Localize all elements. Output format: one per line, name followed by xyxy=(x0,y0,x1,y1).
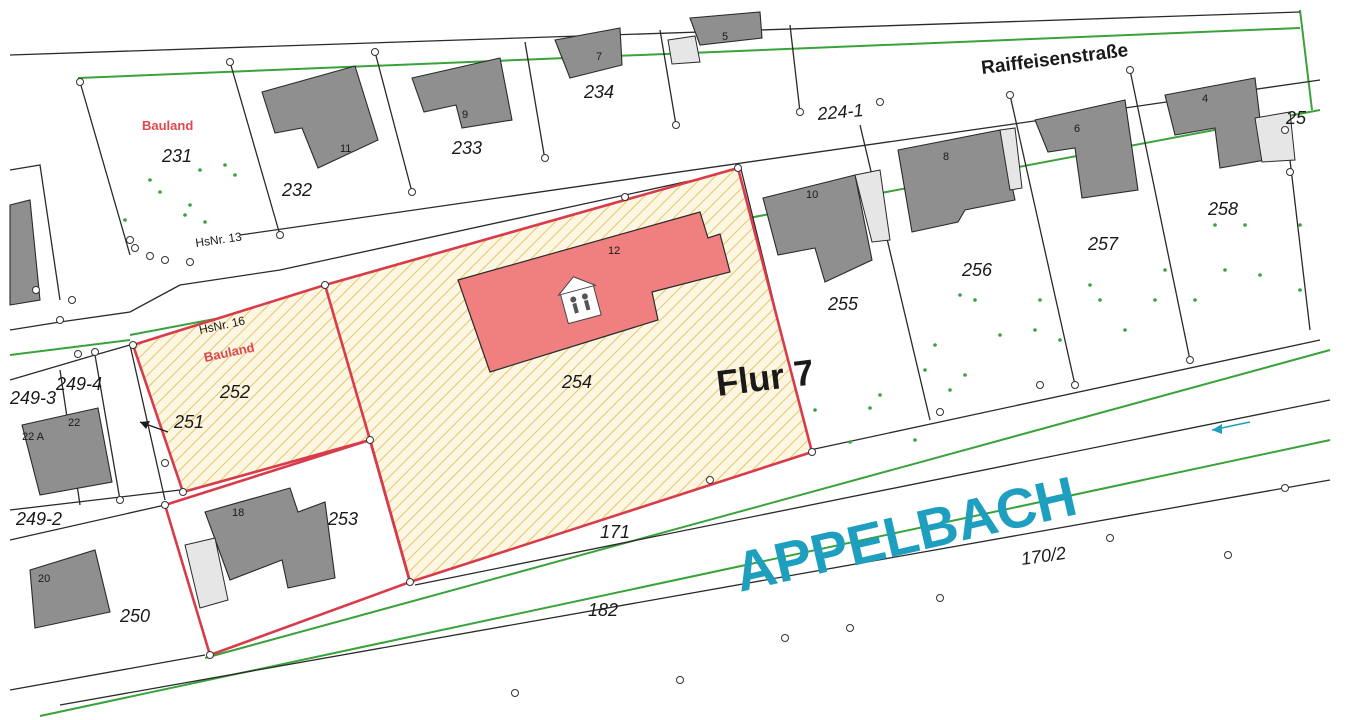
parcel-number: 251 xyxy=(173,412,204,432)
house-number: 18 xyxy=(232,507,244,519)
parcel-number: 249-3 xyxy=(9,388,56,408)
house-number: 22 A xyxy=(22,431,45,443)
tree-dots xyxy=(123,163,1302,444)
building-22[interactable] xyxy=(21,407,113,496)
parcel-number: 232 xyxy=(281,180,312,200)
house-number: 20 xyxy=(38,573,50,585)
shed xyxy=(184,537,229,609)
house-number: 5 xyxy=(722,31,728,43)
parcel-lines xyxy=(9,11,1331,706)
parcel-number: 25 xyxy=(1285,108,1307,128)
parcel-number: 257 xyxy=(1087,234,1119,254)
building-7[interactable] xyxy=(554,27,623,79)
flow-arrow-icon xyxy=(1211,421,1251,434)
house-number: 10 xyxy=(806,189,818,201)
building-9[interactable] xyxy=(411,57,513,129)
parcel-252-area[interactable] xyxy=(133,285,370,492)
parcel-number: 231 xyxy=(161,146,192,166)
parcel-number: 254 xyxy=(561,372,592,392)
shed xyxy=(854,169,891,243)
kindergarten-icon xyxy=(557,276,602,325)
shed xyxy=(999,127,1023,191)
parcel-number: 249-2 xyxy=(15,509,62,529)
house-number: 4 xyxy=(1202,93,1208,105)
pointer-arrow-icon xyxy=(139,421,169,433)
parcel-number: 182 xyxy=(588,600,618,620)
parcel-number: 233 xyxy=(451,138,482,158)
building-4[interactable] xyxy=(1164,77,1266,169)
land-use-label: Bauland xyxy=(142,118,193,133)
parcel-number: 258 xyxy=(1207,199,1238,219)
building-west[interactable] xyxy=(9,199,41,306)
building-6[interactable] xyxy=(1034,99,1139,199)
parcel-number: 252 xyxy=(219,382,250,402)
house-number-label: HsNr. 13 xyxy=(194,230,242,250)
house-number: 12 xyxy=(608,245,620,257)
building-20[interactable] xyxy=(29,549,111,629)
parcel-number: 234 xyxy=(583,82,614,102)
parcel-number: 253 xyxy=(327,509,358,529)
parcel-number: 250 xyxy=(119,606,150,626)
house-number: 11 xyxy=(340,143,351,155)
building-18[interactable] xyxy=(204,487,336,589)
parcel-number: 256 xyxy=(961,260,993,280)
house-number: 6 xyxy=(1074,123,1080,135)
building-5[interactable] xyxy=(689,11,763,46)
parcel-number: 255 xyxy=(827,294,859,314)
parcel-number: 249-4 xyxy=(55,374,102,394)
house-number: 7 xyxy=(596,51,602,63)
parcel-number: 171 xyxy=(600,522,630,542)
house-number: 9 xyxy=(462,109,468,121)
building-11[interactable] xyxy=(261,65,379,169)
shed xyxy=(667,35,701,65)
parcel-number: 224-1 xyxy=(816,100,865,124)
house-number: 22 xyxy=(68,417,80,429)
boundary-points xyxy=(32,48,1294,697)
house-number: 8 xyxy=(943,151,949,163)
shed xyxy=(1254,111,1296,163)
